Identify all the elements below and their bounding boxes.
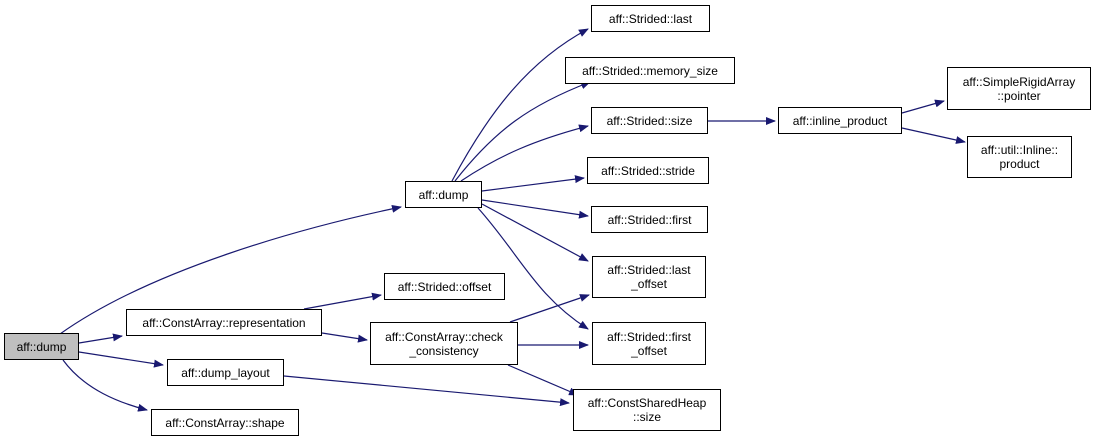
node-label-line: aff::Strided::offset <box>397 279 492 294</box>
edge-dump2-to-last <box>451 28 589 182</box>
node-label-line: product <box>999 157 1040 171</box>
edge-inline_product-to-product <box>901 127 966 144</box>
node-constarray-representation[interactable]: aff::ConstArray::representation <box>126 309 322 336</box>
node-label-line: ::size <box>632 410 661 424</box>
node-label-line: aff::dump <box>418 187 469 202</box>
node-label-line: aff::Strided::first <box>607 212 692 227</box>
edge-inline_product-to-pointer <box>901 99 945 114</box>
node-strided-first[interactable]: aff::Strided::first <box>591 206 708 233</box>
edge-root-to-dump2 <box>59 204 402 335</box>
node-label-line: aff::ConstArray::shape <box>165 415 285 430</box>
edge-check-to-heap_size <box>507 364 579 396</box>
node-label-line: aff::Strided::size <box>606 113 693 128</box>
node-inline-product[interactable]: aff::inline_product <box>778 107 902 134</box>
edge-dump2-to-memory_size <box>454 81 591 182</box>
edge-representation-to-check <box>321 332 368 343</box>
node-label-line: ::pointer <box>997 88 1041 103</box>
node-dump-layout[interactable]: aff::dump_layout <box>167 359 284 386</box>
node-label-line: _offset <box>631 277 667 291</box>
node-label-line: aff::Strided::last <box>608 11 693 26</box>
edge-dump2-to-size <box>460 124 589 182</box>
edge-representation-to-offset <box>303 292 382 310</box>
edge-dump_layout-to-heap_size <box>283 375 570 407</box>
node-label-line: aff::ConstArray::representation <box>142 315 306 330</box>
node-label-line: aff::Strided::memory_size <box>582 63 718 78</box>
node-constsharedheap-size[interactable]: aff::ConstSharedHeap::size <box>573 389 721 431</box>
node-label-line: _consistency <box>409 343 479 358</box>
node-label-line: aff::Strided::stride <box>601 163 695 178</box>
node-label-line: aff::dump_layout <box>181 365 270 380</box>
node-constarray-shape[interactable]: aff::ConstArray::shape <box>151 409 299 436</box>
edge-root-to-dump_layout <box>78 351 164 368</box>
node-strided-first-offset[interactable]: aff::Strided::first_offset <box>592 322 706 365</box>
node-strided-last[interactable]: aff::Strided::last <box>591 5 710 32</box>
node-strided-size[interactable]: aff::Strided::size <box>591 107 708 134</box>
edge-dump2-to-first <box>481 199 589 219</box>
node-util-inline-product[interactable]: aff::util::Inline::product <box>967 136 1072 178</box>
node-strided-memory-size[interactable]: aff::Strided::memory_size <box>565 57 735 84</box>
node-label-line: aff::SimpleRigidArray <box>962 74 1076 89</box>
node-aff-dump[interactable]: aff::dump <box>405 181 482 208</box>
node-strided-offset[interactable]: aff::Strided::offset <box>384 273 505 300</box>
node-label-line: aff::ConstArray::check <box>385 329 503 344</box>
edge-check-to-last_offset <box>509 294 590 323</box>
node-label-line: _offset <box>631 343 667 358</box>
node-simplerigidarray-pointer[interactable]: aff::SimpleRigidArray::pointer <box>947 67 1091 110</box>
node-aff-dump-root[interactable]: aff::dump <box>4 333 79 360</box>
edge-dump2-to-first_offset <box>477 207 589 330</box>
node-label-line: aff::Strided::last <box>607 263 691 277</box>
node-strided-last-offset[interactable]: aff::Strided::last_offset <box>592 256 706 298</box>
edge-dump2-to-stride <box>481 175 585 192</box>
node-label-line: aff::ConstSharedHeap <box>587 396 707 410</box>
node-label-line: aff::Strided::first <box>607 329 691 344</box>
node-label-line: aff::util::Inline:: <box>980 143 1059 157</box>
edge-root-to-shape <box>62 359 148 412</box>
node-constarray-check-consistency[interactable]: aff::ConstArray::check_consistency <box>370 322 518 365</box>
node-strided-stride[interactable]: aff::Strided::stride <box>587 157 709 184</box>
edge-dump2-to-last_offset <box>481 203 589 262</box>
edge-root-to-representation <box>78 333 123 344</box>
node-label-line: aff::dump <box>16 339 67 354</box>
node-label-line: aff::inline_product <box>792 113 888 128</box>
